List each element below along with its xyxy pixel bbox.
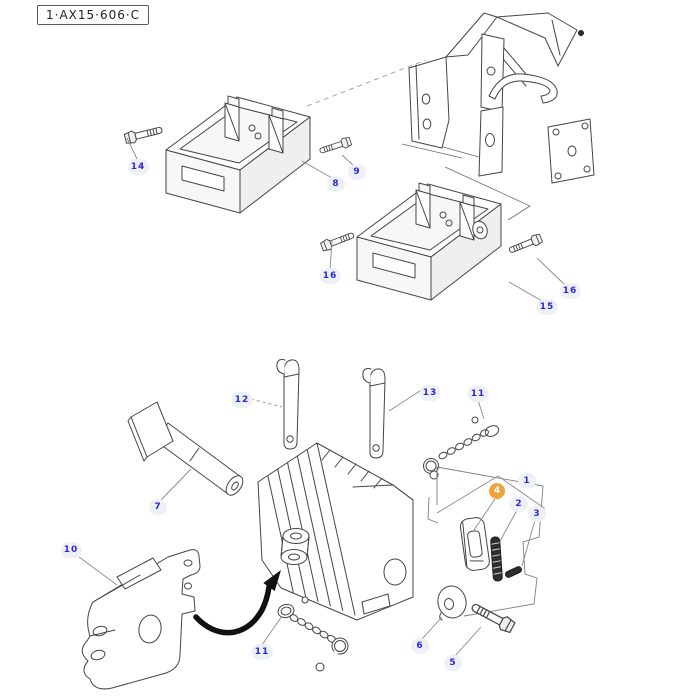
reference-dashed-line xyxy=(306,59,427,107)
callout-4-selected[interactable]: 4 xyxy=(489,483,505,499)
callout-7[interactable]: 7 xyxy=(149,499,167,515)
bolt-part9 xyxy=(318,135,353,157)
handle-part12 xyxy=(276,359,300,450)
latch-part4 xyxy=(459,517,490,571)
bolt-part5 xyxy=(468,599,517,635)
pin-part7 xyxy=(127,401,244,496)
drawing-code: 1·AX15·606·C xyxy=(46,8,141,22)
callout-1[interactable]: 1 xyxy=(518,473,536,489)
callout-8[interactable]: 8 xyxy=(327,176,345,192)
bolt-part16-left xyxy=(319,229,356,253)
callout-6[interactable]: 6 xyxy=(411,638,429,654)
chassis-frame-reference xyxy=(408,12,595,184)
callout-3[interactable]: 3 xyxy=(528,506,546,522)
drawing-code-box: 1·AX15·606·C xyxy=(37,5,150,25)
weight-block xyxy=(257,442,414,621)
callout-16-left[interactable]: 16 xyxy=(319,268,341,284)
callout-16-right[interactable]: 16 xyxy=(559,283,581,299)
callout-13[interactable]: 13 xyxy=(419,385,441,401)
callout-9[interactable]: 9 xyxy=(348,164,366,180)
weight-frame-part8 xyxy=(165,95,311,214)
install-direction-arrow xyxy=(193,570,281,636)
hitch-bracket-part10 xyxy=(81,549,201,690)
linch-pin-chain-part11-top xyxy=(423,416,500,491)
callout-12[interactable]: 12 xyxy=(231,392,253,408)
linch-pin-chain-part11-bottom xyxy=(277,596,349,672)
callout-5[interactable]: 5 xyxy=(444,655,462,671)
bolt-part16-right xyxy=(507,232,544,257)
washer-part6 xyxy=(437,585,467,621)
reference-line xyxy=(401,143,463,159)
handle-part13 xyxy=(362,368,386,459)
weight-frame-part15 xyxy=(356,182,502,301)
callout-2[interactable]: 2 xyxy=(510,496,528,512)
leader-lines xyxy=(78,137,566,657)
callout-11-top[interactable]: 11 xyxy=(467,386,489,402)
callout-11-bottom[interactable]: 11 xyxy=(251,644,273,660)
reference-line-2 xyxy=(444,166,531,221)
roll-pin-part3 xyxy=(505,566,522,578)
callout-14[interactable]: 14 xyxy=(127,159,149,175)
bolt-part14 xyxy=(123,123,164,146)
spring-part2 xyxy=(490,536,503,582)
callout-10[interactable]: 10 xyxy=(60,542,82,558)
callout-15[interactable]: 15 xyxy=(536,299,558,315)
